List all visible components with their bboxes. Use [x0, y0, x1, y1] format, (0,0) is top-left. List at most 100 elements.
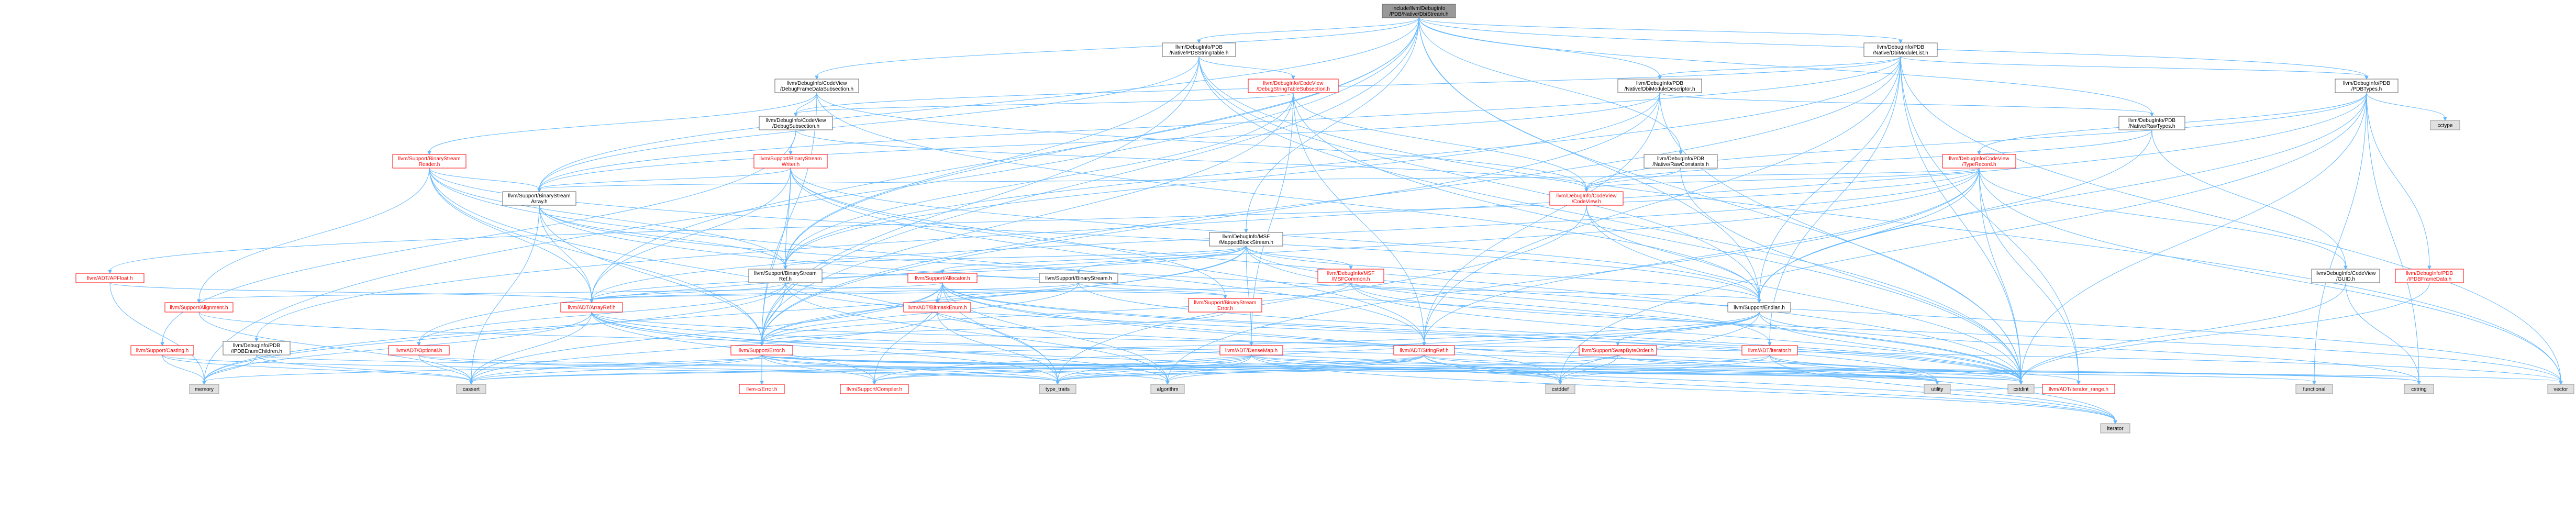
node-arrayref[interactable]: llvm/ADT/ArrayRef.h [560, 302, 623, 313]
edge-error-to-functional [761, 354, 2316, 385]
node-endian[interactable]: llvm/Support/Endian.h [1727, 302, 1791, 313]
node-label: llvm/DebugInfo/CodeView [766, 118, 827, 124]
edge-pdbtypes-to-endian [1757, 92, 2367, 304]
node-root[interactable]: include/llvm/DebugInfo/PDB/Native/DbiStr… [1382, 4, 1456, 18]
node-label: llvm/DebugInfo/CodeView [787, 81, 848, 86]
edge-dbimodulelist-to-iterator [1768, 56, 1901, 347]
node-binarystream[interactable]: llvm/Support/BinaryStream.h [1039, 273, 1118, 283]
node-debugsubsection[interactable]: llvm/DebugInfo/CodeView/DebugSubsection.… [759, 116, 833, 130]
edge-binarystreamreader-to-binarystreamarray [429, 168, 541, 193]
node-mappedblockstream[interactable]: llvm/DebugInfo/MSF/MappedBlockStream.h [1209, 232, 1283, 247]
node-label: llvm/DebugInfo/CodeView [1949, 156, 2010, 162]
node-compiler[interactable]: llvm/Support/Compiler.h [840, 384, 909, 394]
node-label: llvm/Support/Casting.h [136, 348, 189, 354]
node-label: include/llvm/DebugInfo [1392, 6, 1446, 12]
edge-allocator-to-alignment [197, 282, 943, 304]
node-rawconstants[interactable]: llvm/DebugInfo/PDB/Native/RawConstants.h [1644, 154, 1718, 169]
node-label: vector [2553, 387, 2568, 393]
edge-pdbstringtable-to-debugstringtable [1198, 56, 1295, 80]
edge-msfcommon-to-endian [1350, 282, 1761, 304]
node-label: llvm/Support/Endian.h [1734, 305, 1785, 311]
node-label: utility [1931, 387, 1944, 393]
node-bitmaskenum[interactable]: llvm/ADT/BitmaskEnum.h [903, 302, 971, 313]
node-label: llvm/ADT/Optional.h [396, 348, 442, 354]
node-label: llvm/ADT/iterator.h [1748, 348, 1791, 354]
edge-binarystreamwriter-to-binarystreamerror [790, 168, 1227, 299]
node-iterator_range[interactable]: llvm/ADT/iterator_range.h [2042, 384, 2115, 394]
node-label: llvm/DebugInfo/PDB [2343, 81, 2390, 86]
node-pdbframedata[interactable]: llvm/DebugInfo/PDB/IPDBFrameData.h [2395, 269, 2464, 283]
node-cstdint: cstdint [2007, 384, 2035, 394]
node-label: llvm/ADT/DenseMap.h [1225, 348, 1278, 354]
node-label: llvm/DebugInfo/PDB [1657, 156, 1704, 162]
node-debugstringtable[interactable]: llvm/DebugInfo/CodeView/DebugStringTable… [1248, 79, 1339, 93]
node-dbimodulelist[interactable]: llvm/DebugInfo/PDB/Native/DbiModuleList.… [1863, 42, 1938, 57]
node-label: /Native/DbiModuleDescriptor.h [1624, 86, 1695, 92]
edge-binarystreamref-to-arrayref [590, 282, 786, 304]
node-label: llvm/Support/BinaryStream.h [1045, 276, 1112, 282]
edge-debugframedata-to-codeview [816, 92, 1589, 193]
node-label: /MappedBlockStream.h [1219, 240, 1273, 246]
edge-guid-to-cstdint [2019, 282, 2346, 385]
node-cerror[interactable]: llvm-c/Error.h [739, 384, 785, 394]
edge-stringref-to-compiler [872, 354, 1425, 385]
node-pdbtypes[interactable]: llvm/DebugInfo/PDB/PDBTypes.h [2335, 79, 2399, 93]
node-label: algorithm [1157, 387, 1178, 393]
node-msfcommon[interactable]: llvm/DebugInfo/MSF/MSFCommon.h [1317, 269, 1384, 283]
edge-root-to-pdbstringtable [1197, 17, 1419, 44]
edge-apfloat-to-memory [109, 282, 206, 385]
node-stringref[interactable]: llvm/ADT/StringRef.h [1393, 345, 1455, 356]
node-optional[interactable]: llvm/ADT/Optional.h [388, 345, 450, 356]
edge-typerecord-to-stringref [1422, 168, 1980, 347]
edge-root-to-mappedblockstream [1244, 17, 1419, 234]
edge-binarystreamerror-to-error [760, 312, 1226, 347]
node-pdbstringtable[interactable]: llvm/DebugInfo/PDB/Native/PDBStringTable… [1162, 42, 1236, 57]
node-label: Writer.h [782, 162, 800, 168]
node-apfloat[interactable]: llvm/ADT/APFloat.h [75, 273, 145, 283]
node-alignment[interactable]: llvm/Support/Alignment.h [164, 302, 234, 313]
edge-binarystreamwriter-to-stringref [790, 168, 1426, 347]
node-label: llvm/Support/Alignment.h [170, 305, 228, 311]
node-label: /PDB/Native/DbiStream.h [1390, 12, 1449, 17]
edge-typerecord-to-guid [1979, 168, 2348, 270]
node-guid[interactable]: llvm/DebugInfo/CodeView/GUID.h [2311, 269, 2380, 283]
edge-pdbtypes-to-cctype [2366, 92, 2447, 121]
node-label: type_traits [1046, 387, 1070, 393]
node-ipdbenumchildren[interactable]: llvm/DebugInfo/PDB/IPDBEnumChildren.h [223, 341, 291, 356]
node-dbimoduledescriptor[interactable]: llvm/DebugInfo/PDB/Native/DbiModuleDescr… [1617, 79, 1702, 93]
edge-dbimodulelist-to-debugsubsection [794, 56, 1901, 117]
node-codeview[interactable]: llvm/DebugInfo/CodeView/CodeView.h [1549, 191, 1624, 206]
edge-stringref-to-algorithm [1165, 354, 1425, 385]
node-label: Ref.h [779, 276, 792, 282]
node-iterator[interactable]: llvm/ADT/iterator.h [1741, 345, 1798, 356]
node-swapbyteorder[interactable]: llvm/Support/SwapByteOrder.h [1579, 345, 1657, 356]
node-debugframedata[interactable]: llvm/DebugInfo/CodeView/DebugFrameDataSu… [774, 79, 859, 93]
edge-debugsubsection-to-binarystreamwriter [789, 129, 796, 156]
node-cstring: cstring [2404, 384, 2434, 394]
edge-rawtypes-to-guid [2151, 129, 2348, 270]
node-label: cassert [463, 387, 480, 393]
edge-binarystreamreader-to-arrayref [429, 168, 594, 304]
edge-stringref-to-cassert [469, 354, 1425, 385]
edge-iterator-to-iterator_range [1769, 354, 2081, 385]
node-densemap[interactable]: llvm/ADT/DenseMap.h [1219, 345, 1283, 356]
edge-iterator-to-type_traits [1056, 354, 1770, 385]
node-label: cstring [2411, 387, 2426, 393]
node-label: Array.h [531, 199, 548, 205]
edge-pdbframedata-to-cstdint [2019, 282, 2430, 385]
node-error[interactable]: llvm/Support/Error.h [730, 345, 793, 356]
node-allocator[interactable]: llvm/Support/Allocator.h [907, 273, 978, 283]
node-casting[interactable]: llvm/Support/Casting.h [130, 345, 194, 356]
node-rawtypes[interactable]: llvm/DebugInfo/PDB/Native/RawTypes.h [2118, 116, 2185, 130]
node-label: cctype [2438, 123, 2453, 129]
node-label: iterator [2107, 426, 2124, 432]
node-typerecord[interactable]: llvm/DebugInfo/CodeView/TypeRecord.h [1942, 154, 2016, 169]
node-label: llvm/DebugInfo/MSF [1327, 271, 1375, 276]
node-cctype: cctype [2430, 120, 2460, 130]
